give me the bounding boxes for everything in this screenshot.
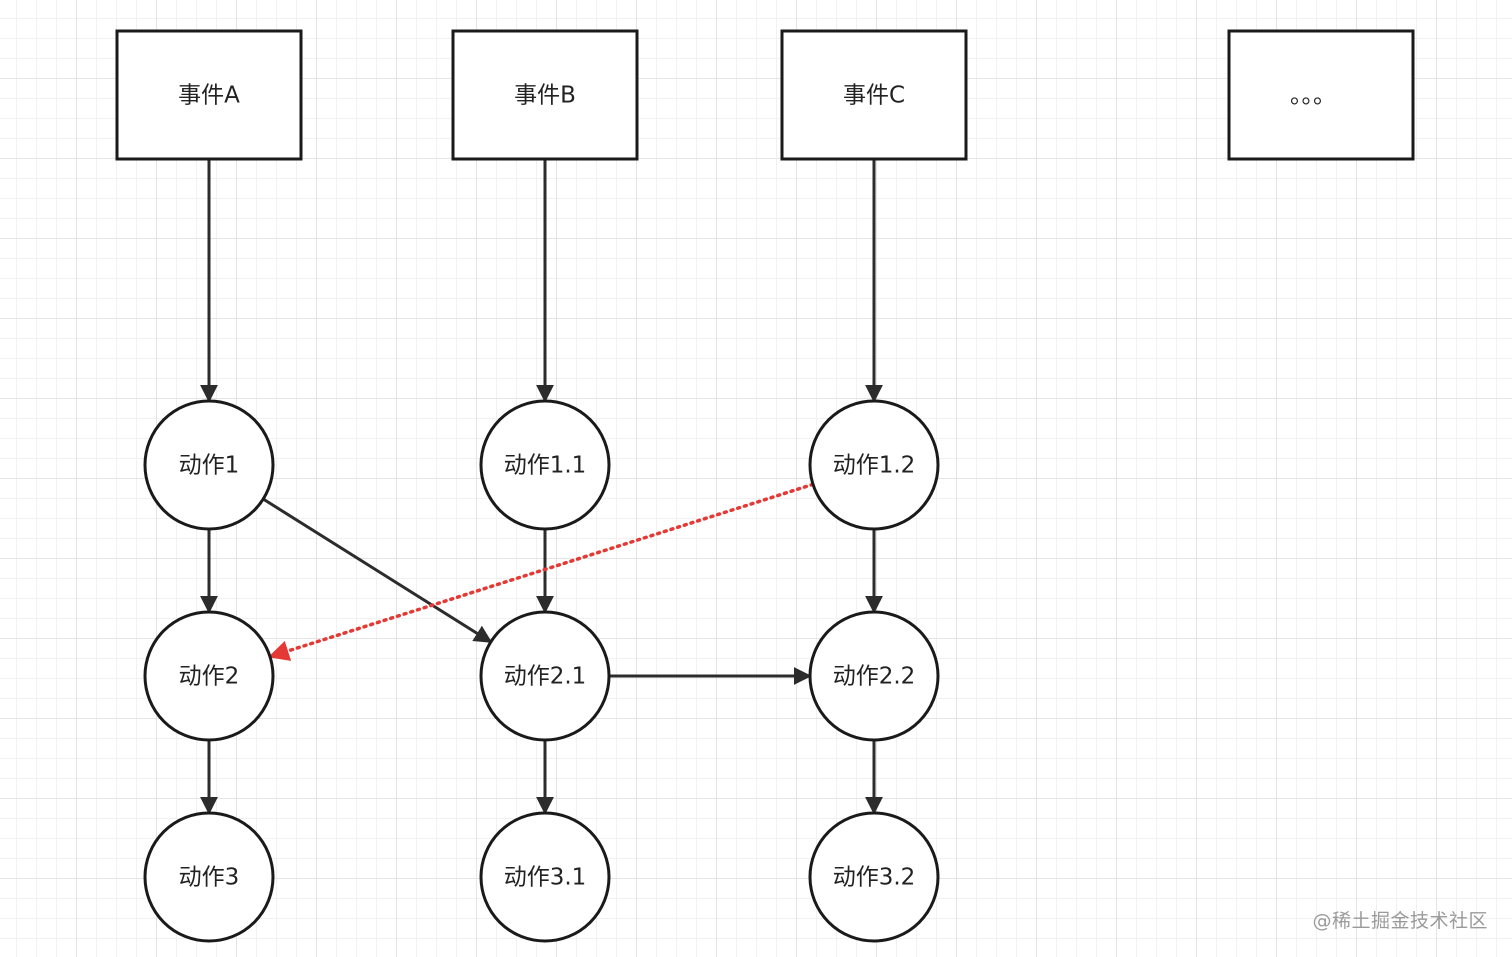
action-2-1-label: 动作2.1 bbox=[504, 664, 587, 690]
action-2-2-node[interactable]: 动作2.2 bbox=[808, 610, 940, 742]
action-3-1-node[interactable]: 动作3.1 bbox=[479, 811, 611, 943]
event-more-box[interactable]: 。。。 bbox=[1227, 29, 1415, 161]
action-2-2-label: 动作2.2 bbox=[833, 664, 916, 690]
action-2-node[interactable]: 动作2 bbox=[143, 610, 275, 742]
action-1-label: 动作1 bbox=[179, 453, 240, 479]
action-3-label: 动作3 bbox=[179, 865, 240, 891]
action-3-node[interactable]: 动作3 bbox=[143, 811, 275, 943]
event-more-label: 。。。 bbox=[1290, 83, 1336, 109]
action-1-2-label: 动作1.2 bbox=[833, 453, 916, 479]
edge-action-1-to-action-2-1 bbox=[262, 497, 493, 644]
action-2-1-node[interactable]: 动作2.1 bbox=[479, 610, 611, 742]
edge-action-1-2-to-action-2 bbox=[268, 482, 815, 661]
action-1-1-label: 动作1.1 bbox=[504, 453, 587, 479]
action-1-2-node[interactable]: 动作1.2 bbox=[808, 399, 940, 531]
action-1-node[interactable]: 动作1 bbox=[143, 399, 275, 531]
action-2-label: 动作2 bbox=[179, 664, 240, 690]
event-a-box[interactable]: 事件A bbox=[115, 29, 303, 161]
event-c-box[interactable]: 事件C bbox=[780, 29, 968, 161]
action-3-1-label: 动作3.1 bbox=[504, 865, 587, 891]
action-3-2-label: 动作3.2 bbox=[833, 865, 916, 891]
event-b-box[interactable]: 事件B bbox=[451, 29, 639, 161]
action-1-1-node[interactable]: 动作1.1 bbox=[479, 399, 611, 531]
watermark: @稀土掘金技术社区 bbox=[1312, 910, 1488, 932]
event-c-label: 事件C bbox=[843, 83, 905, 109]
event-b-label: 事件B bbox=[514, 83, 576, 109]
event-a-label: 事件A bbox=[178, 83, 240, 109]
edges-layer bbox=[200, 159, 883, 815]
action-3-2-node[interactable]: 动作3.2 bbox=[808, 811, 940, 943]
